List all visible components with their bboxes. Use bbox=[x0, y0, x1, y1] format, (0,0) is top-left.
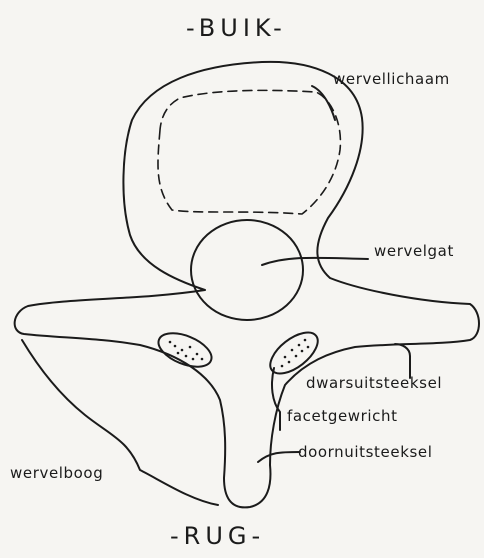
label-arch: wervelboog bbox=[10, 464, 103, 482]
facet-left bbox=[154, 327, 216, 374]
label-top: -BUIK- bbox=[186, 14, 287, 42]
label-body: wervellichaam bbox=[333, 70, 450, 88]
foramen-circle bbox=[191, 220, 303, 320]
leader-foramen bbox=[262, 258, 368, 265]
label-foramen: wervelgat bbox=[374, 242, 454, 260]
body-inner-dashed bbox=[158, 90, 340, 214]
label-bottom: -RUG- bbox=[170, 522, 265, 550]
vertebra-outline bbox=[15, 62, 479, 508]
facet-dots bbox=[169, 339, 310, 368]
label-spinous: doornuitsteeksel bbox=[298, 443, 433, 461]
label-transverse: dwarsuitsteeksel bbox=[306, 374, 442, 392]
leader-body bbox=[312, 86, 335, 120]
leader-spinous bbox=[258, 452, 300, 462]
label-facet: facetgewricht bbox=[287, 407, 398, 425]
leader-facet bbox=[272, 368, 280, 430]
bracket-transverse bbox=[395, 344, 410, 378]
